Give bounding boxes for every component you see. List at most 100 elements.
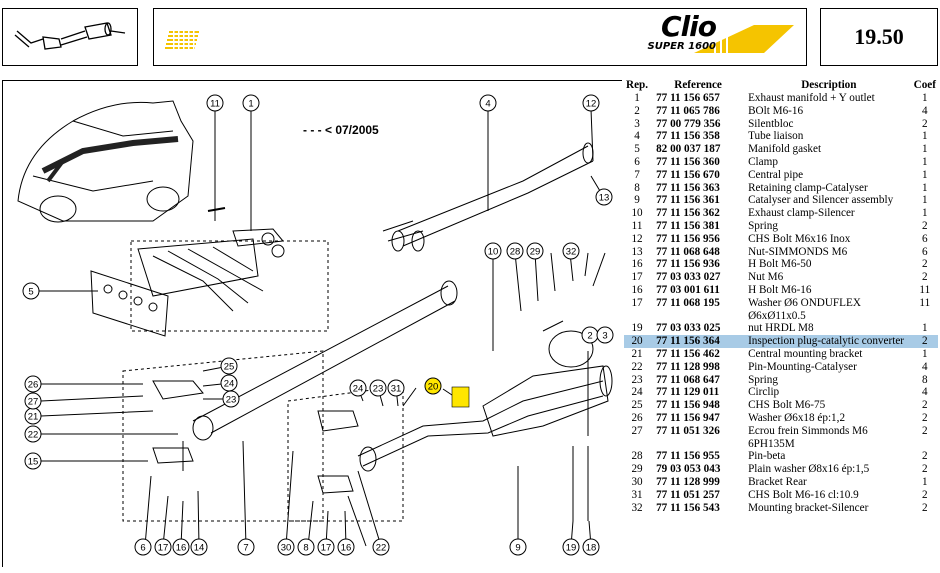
callout-label: 20: [428, 382, 439, 393]
callout-16[interactable]: 16: [337, 538, 355, 556]
cell-rep: 32: [631, 501, 643, 514]
callout-label: 21: [28, 412, 39, 423]
car-illustration: [17, 100, 194, 223]
callout-circle: [349, 379, 367, 397]
callout-3[interactable]: 3: [596, 326, 614, 344]
callout-11[interactable]: 11: [206, 94, 224, 112]
clio-logo: Clio SUPER 1600: [648, 13, 717, 53]
cell-reference: 77 11 068 195: [656, 296, 720, 309]
cell-coef: 2: [911, 335, 938, 348]
callout-21[interactable]: 21: [24, 407, 42, 425]
callout-23[interactable]: 23: [369, 379, 387, 397]
cell-rep: [624, 310, 650, 323]
callout-circle: [562, 538, 580, 556]
callout-5[interactable]: 5: [22, 282, 40, 300]
callout-6[interactable]: 6: [134, 538, 152, 556]
parts-table-row[interactable]: 6PH135M: [624, 438, 938, 451]
callout-circle: [172, 538, 190, 556]
callout-32[interactable]: 32: [562, 242, 580, 260]
callout-circle: [190, 538, 208, 556]
callout-circle: [424, 377, 442, 395]
callout-1[interactable]: 1: [242, 94, 260, 112]
callout-label: 23: [226, 395, 237, 406]
cell-coef: 11: [919, 296, 931, 309]
cell-coef: [912, 438, 938, 451]
callout-14[interactable]: 14: [190, 538, 208, 556]
callout-24[interactable]: 24: [349, 379, 367, 397]
cell-coef: 4: [922, 386, 928, 399]
callout-31[interactable]: 31: [387, 379, 405, 397]
callout-24[interactable]: 24: [220, 374, 238, 392]
callout-23[interactable]: 23: [222, 390, 240, 408]
callout-7[interactable]: 7: [237, 538, 255, 556]
callout-12[interactable]: 12: [582, 94, 600, 112]
cell-description: BOlt M6-16: [748, 104, 804, 117]
callout-19[interactable]: 19: [562, 538, 580, 556]
callout-9[interactable]: 9: [509, 538, 527, 556]
callout-8[interactable]: 8: [297, 538, 315, 556]
callout-30[interactable]: 30: [277, 538, 295, 556]
callout-29[interactable]: 29: [526, 242, 544, 260]
cell-rep: 1: [634, 92, 640, 104]
callout-28[interactable]: 28: [506, 242, 524, 260]
callout-label: 3: [602, 331, 607, 342]
callout-22[interactable]: 22: [24, 425, 42, 443]
callout-2[interactable]: 2: [581, 326, 599, 344]
callout-4[interactable]: 4: [479, 94, 497, 112]
callout-27[interactable]: 27: [24, 392, 42, 410]
callout-17[interactable]: 17: [154, 538, 172, 556]
callout-17[interactable]: 17: [317, 538, 335, 556]
cell-coef: 1: [922, 155, 928, 168]
callout-10[interactable]: 10: [484, 242, 502, 260]
callout-16[interactable]: 16: [172, 538, 190, 556]
page-number: 19.50: [820, 8, 938, 66]
cell-description: CHS Bolt M6-75: [748, 399, 826, 412]
callout-20[interactable]: 20: [424, 377, 442, 395]
callout-circle: [369, 379, 387, 397]
col-rep-header: Rep.: [626, 79, 649, 91]
callout-15[interactable]: 15: [24, 452, 42, 470]
callout-22[interactable]: 22: [372, 538, 390, 556]
cell-reference: 77 11 129 011: [656, 386, 720, 399]
callout-18[interactable]: 18: [582, 538, 600, 556]
callout-13[interactable]: 13: [595, 188, 613, 206]
callout-label: 27: [28, 397, 39, 408]
callout-26[interactable]: 26: [24, 375, 42, 393]
cell-reference: 77 11 051 257: [656, 488, 720, 501]
parts-table-row[interactable]: Ø6xØ11x0.5: [624, 310, 938, 323]
callout-circle: [582, 538, 600, 556]
callout-25[interactable]: 25: [220, 357, 238, 375]
cell-description: Ecrou frein Simmonds M6: [748, 424, 868, 437]
